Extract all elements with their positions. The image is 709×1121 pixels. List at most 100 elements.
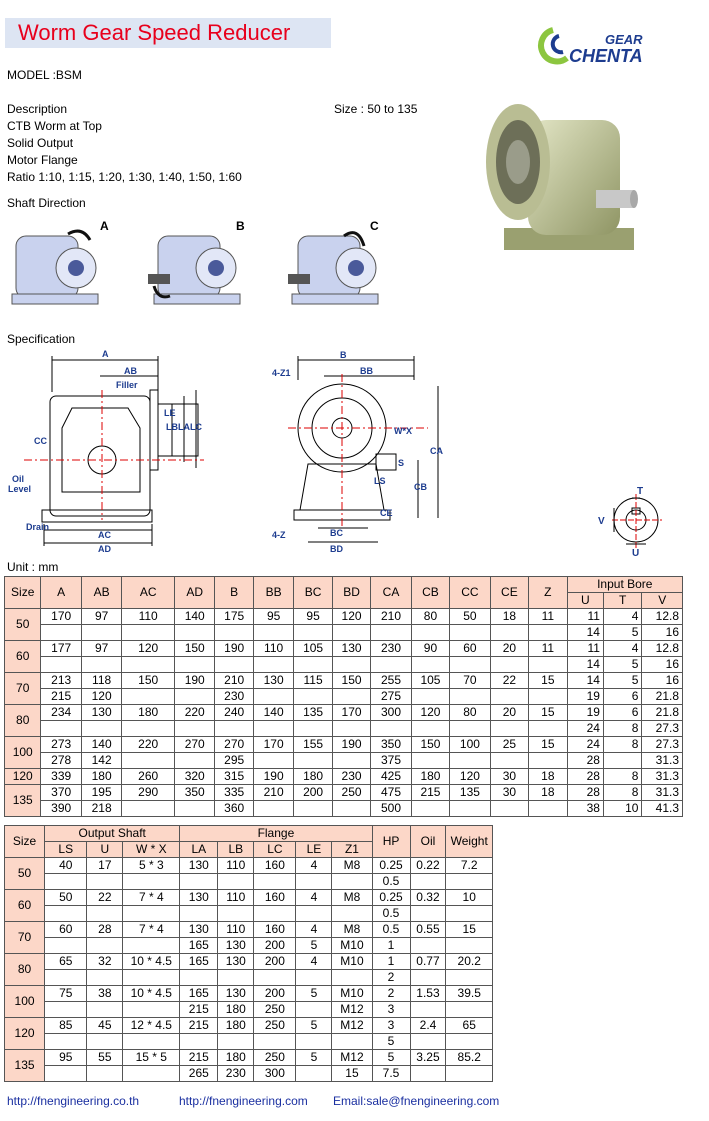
table-cell: 0.32 <box>409 889 447 906</box>
table-cell: 22 <box>489 672 530 689</box>
website-link-th[interactable]: http://fnengineering.co.th <box>7 1094 140 1108</box>
table-cell: 3 <box>371 1001 411 1018</box>
filler-label: Filler <box>116 380 138 390</box>
table-cell: 95 <box>44 1049 88 1066</box>
table-cell: 97 <box>80 640 123 657</box>
unit-label: Unit : mm <box>7 560 59 574</box>
table-cell <box>449 720 491 737</box>
dim-u: U <box>632 548 639 559</box>
table-cell: 100 <box>449 736 491 753</box>
table-cell: 320 <box>173 768 216 785</box>
table-cell <box>44 873 88 890</box>
dim-bb: BB <box>360 366 373 376</box>
shaft-direction-heading: Shaft Direction <box>7 196 86 210</box>
table-cell: 97 <box>80 608 123 625</box>
table-cell <box>86 1033 124 1050</box>
column-header: Z <box>528 576 568 609</box>
table-cell: 11 <box>528 640 568 657</box>
table-cell: 390 <box>40 800 82 817</box>
table-cell <box>409 1065 447 1082</box>
table-cell: 150 <box>173 640 216 657</box>
table-cell: 210 <box>252 784 295 801</box>
column-header: Oil <box>409 825 447 858</box>
table-cell: 40 <box>44 857 88 874</box>
dim-ab: AB <box>124 366 137 376</box>
table-cell: 180 <box>80 768 123 785</box>
dim-ca: CA <box>430 446 443 456</box>
drain-label: Drain <box>26 522 49 532</box>
table-cell: 160 <box>253 889 297 906</box>
table-cell: 290 <box>121 784 175 801</box>
table-cell: 165 <box>179 953 219 970</box>
table-cell: 110 <box>252 640 295 657</box>
table-cell <box>489 752 530 769</box>
email-link[interactable]: Email:sale@fnengineering.com <box>333 1094 500 1108</box>
table-cell: 215 <box>179 1017 219 1034</box>
table-cell: 120 <box>449 768 491 785</box>
website-link-com[interactable]: http://fnengineering.com <box>179 1094 308 1108</box>
dim-4z: 4-Z <box>272 530 286 540</box>
table-cell <box>86 873 124 890</box>
table-row: 0.5 <box>5 905 493 922</box>
table-cell <box>293 720 333 737</box>
table-cell: 105 <box>410 672 451 689</box>
dim-a: A <box>102 350 109 359</box>
table-cell: 155 <box>293 736 333 753</box>
table-cell: 0.25 <box>371 857 411 874</box>
table-cell: 11 <box>566 608 604 625</box>
table-cell <box>410 656 451 673</box>
table-cell: 234 <box>40 704 82 721</box>
table-cell: 18 <box>528 784 568 801</box>
table-cell: 2.4 <box>409 1017 447 1034</box>
table-cell: 28 <box>566 752 604 769</box>
table-cell: 50 <box>44 889 88 906</box>
table-cell: 28 <box>86 921 124 938</box>
dim-4z1: 4-Z1 <box>272 368 291 378</box>
column-header: LS <box>44 841 88 858</box>
table-cell: 85 <box>44 1017 88 1034</box>
table-cell: 220 <box>173 704 216 721</box>
table-cell <box>331 969 373 986</box>
table-cell: 0.25 <box>371 889 411 906</box>
table-cell: 80 <box>449 704 491 721</box>
table-cell: 120 <box>80 688 123 705</box>
size-cell: 70 <box>3 672 42 705</box>
side-view-drawing: A AB Filler LE LB LA LC CC Oil Level Dra… <box>8 350 204 554</box>
table-cell <box>214 720 254 737</box>
table-cell <box>489 720 530 737</box>
column-header: BD <box>331 576 372 609</box>
table-cell: 215 <box>40 688 82 705</box>
table-cell: 140 <box>80 736 123 753</box>
table-cell: 360 <box>214 800 254 817</box>
table-cell: 110 <box>217 857 255 874</box>
table-cell <box>528 624 568 641</box>
table-cell <box>217 969 255 986</box>
table-cell: 24 <box>566 720 604 737</box>
table-cell <box>253 905 297 922</box>
column-header: CB <box>410 576 451 609</box>
table-cell: 370 <box>40 784 82 801</box>
table-cell <box>122 873 181 890</box>
table-cell <box>409 873 447 890</box>
table-cell: 5 <box>295 1017 333 1034</box>
description-line: Solid Output <box>7 136 74 150</box>
table-cell: 95 <box>293 608 333 625</box>
table-cell: 14 <box>566 672 604 689</box>
table-cell: 130 <box>179 921 219 938</box>
table-cell <box>293 656 333 673</box>
table-cell: 195 <box>80 784 123 801</box>
table-cell: 215 <box>179 1001 219 1018</box>
table-cell <box>214 656 254 673</box>
specification-heading: Specification <box>7 332 76 346</box>
column-header: Size <box>3 825 46 858</box>
table-cell <box>528 656 568 673</box>
table-cell <box>449 752 491 769</box>
table-cell <box>445 969 493 986</box>
table-cell <box>293 688 333 705</box>
table-cell: 130 <box>217 953 255 970</box>
table-cell <box>489 688 530 705</box>
table-cell <box>86 1001 124 1018</box>
reducer-photo <box>486 104 638 250</box>
